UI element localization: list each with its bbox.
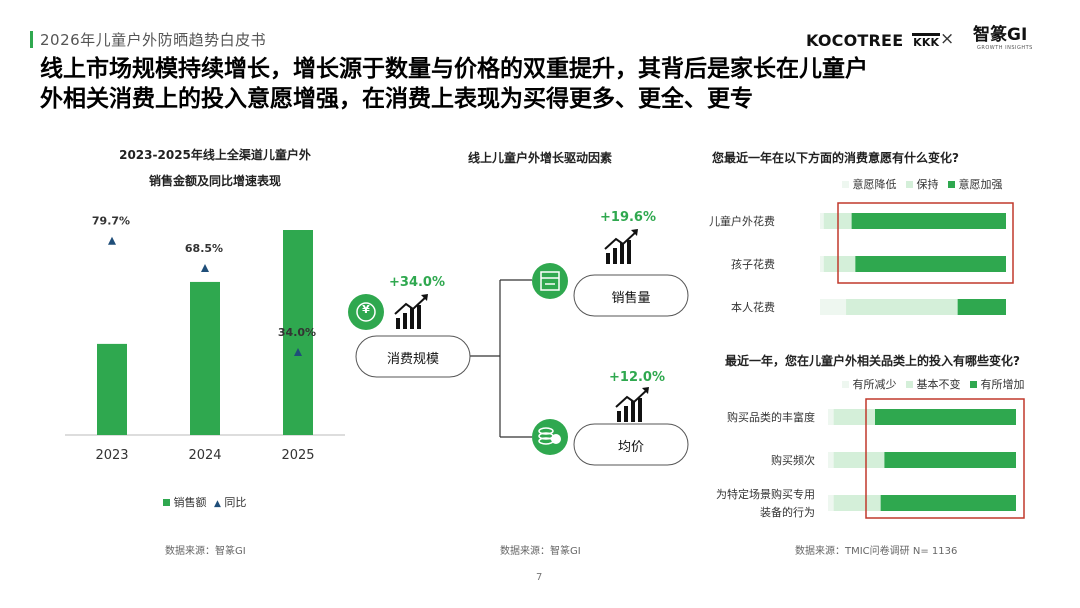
left-chart-title: 2023-2025年线上全渠道儿童户外 销售金额及同比增速表现 — [70, 146, 360, 189]
branch2-growth: +12.0% — [609, 370, 665, 385]
legend-label-yoy: 同比 — [224, 496, 247, 509]
pill-sales-volume — [573, 274, 689, 317]
bar-investment-2-0 — [828, 495, 834, 511]
bar-investment-0-0 — [828, 409, 834, 425]
bar-investment-0-1 — [833, 409, 875, 425]
header-accent-bar — [30, 31, 33, 48]
growth-chart-icon — [604, 229, 638, 264]
yoy-label-2024: 68.5% — [185, 242, 223, 255]
legend-swatch-increase — [948, 181, 955, 188]
right-source: 数据来源：TMIC问卷调研 N= 1136 — [795, 546, 958, 557]
bar-investment-2-2 — [880, 495, 1016, 511]
zhizuan-logo-subtitle: GROWTH INSIGHTS — [977, 45, 1033, 51]
root-label: 消费规模 — [386, 352, 439, 367]
yuan-coin-icon — [348, 294, 384, 330]
yoy-marker-2025 — [294, 348, 302, 356]
legend-label-unchanged: 基本不变 — [916, 378, 961, 391]
yoy-label-2025: 34.0% — [278, 326, 316, 339]
legend-label-reduce: 有所减少 — [852, 378, 897, 391]
driver-tree-title: 线上儿童户外增长驱动因素 — [467, 151, 612, 165]
category-label-willingness-1: 孩子花费 — [731, 258, 775, 271]
category-label-willingness-2: 本人花费 — [731, 300, 775, 314]
legend-label-more: 有所增加 — [980, 378, 1025, 391]
yoy-label-2023: 79.7% — [92, 215, 130, 228]
sales-bar-2024 — [190, 281, 220, 435]
middle-source: 数据来源：智篆GI — [500, 546, 581, 557]
bar-willingness-1-0 — [820, 256, 824, 272]
bar-investment-1-1 — [833, 452, 885, 468]
bar-investment-1-2 — [884, 452, 1016, 468]
category-label-investment-0: 购买品类的丰富度 — [727, 410, 815, 424]
x-tick-2025: 2025 — [281, 448, 314, 463]
sales-bar-2023 — [97, 343, 127, 435]
page-headline: 线上市场规模持续增长，增长源于数量与价格的双重提升，其背后是家长在儿童户 外相关… — [40, 54, 1050, 114]
x-tick-2024: 2024 — [188, 448, 221, 463]
right-top-legend: 意愿降低 保持 意愿加强 — [842, 176, 1003, 192]
left-chart-legend: 销售额 ▲ 同比 — [163, 494, 246, 510]
report-title: 2026年儿童户外防晒趋势白皮书 — [40, 31, 267, 49]
branch2-label: 均价 — [617, 440, 644, 455]
headline-line-2: 外相关消费上的投入意愿增强，在消费上表现为买得更多、更全、更专 — [40, 86, 753, 112]
right-bottom-title: 最近一年，您在儿童户外相关品类上的投入有哪些变化? — [725, 354, 1020, 368]
right-top-title: 您最近一年在以下方面的消费意愿有什么变化? — [712, 151, 959, 165]
root-growth: +34.0% — [389, 275, 445, 290]
bar-willingness-0-0 — [820, 213, 824, 229]
left-chart-title-line-1: 2023-2025年线上全渠道儿童户外 — [119, 148, 311, 162]
category-label-willingness-0: 儿童户外花费 — [709, 214, 775, 228]
bar-willingness-2-0 — [820, 299, 847, 315]
kocotree-logo: KOCOTREE KKK — [806, 31, 941, 50]
category-label-investment-2-1: 装备的行为 — [760, 505, 815, 519]
growth-chart-icon — [394, 294, 428, 329]
legend-swatch-keep — [906, 181, 913, 188]
legend-label-increase: 意愿加强 — [958, 178, 1003, 191]
sales-bar-2025 — [283, 230, 313, 435]
left-chart-title-line-2: 销售金额及同比增速表现 — [148, 174, 281, 188]
legend-swatch-more — [970, 381, 977, 388]
bar-willingness-2-1 — [846, 299, 958, 315]
legend-swatch-sales — [163, 499, 170, 506]
bar-willingness-1-1 — [823, 256, 856, 272]
legend-swatch-reduce — [842, 381, 849, 388]
growth-chart-icon — [615, 387, 649, 422]
highlight-frame-investment — [865, 398, 1025, 519]
bar-investment-1-0 — [828, 452, 834, 468]
bar-willingness-2-2 — [957, 299, 1006, 315]
pill-avg-price — [573, 423, 689, 466]
page-number: 7 — [536, 572, 543, 583]
kocotree-logo-text: KOCOTREE — [806, 31, 904, 50]
tree-connectors — [470, 279, 532, 438]
left-chart-source: 数据来源：智篆GI — [165, 546, 246, 557]
logo-separator: × — [940, 29, 955, 49]
x-tick-2023: 2023 — [95, 448, 128, 463]
tree-pills — [355, 274, 689, 466]
bar-willingness-1-2 — [855, 256, 1006, 272]
category-label-investment-2-0: 为特定场景购买专用 — [716, 487, 815, 501]
zhizuan-logo: 智篆GI — [973, 25, 1028, 45]
legend-swatch-unchanged — [906, 381, 913, 388]
right-bottom-legend: 有所减少 基本不变 有所增加 — [842, 376, 1025, 392]
bar-investment-2-1 — [833, 495, 881, 511]
bar-willingness-0-2 — [851, 213, 1006, 229]
branch1-growth: +19.6% — [600, 210, 656, 225]
category-label-investment-1: 购买频次 — [771, 453, 815, 467]
legend-label-sales: 销售额 — [173, 496, 207, 509]
kocotree-badge: KKK — [912, 33, 941, 49]
legend-swatch-decrease — [842, 181, 849, 188]
coins-icon — [532, 419, 568, 455]
legend-label-decrease: 意愿降低 — [852, 178, 897, 191]
headline-line-1: 线上市场规模持续增长，增长源于数量与价格的双重提升，其背后是家长在儿童户 — [40, 56, 868, 82]
box-icon — [532, 263, 568, 299]
yoy-marker-2023 — [108, 236, 116, 245]
yoy-marker-2024 — [201, 264, 209, 272]
highlight-frame-willingness — [837, 202, 1014, 284]
legend-triangle-yoy: ▲ — [214, 499, 221, 509]
legend-label-keep: 保持 — [916, 178, 939, 191]
pill-consumption-scale — [355, 335, 471, 378]
yuan-symbol: ¥ — [362, 303, 370, 316]
branch1-label: 销售量 — [611, 291, 651, 306]
bar-investment-0-2 — [875, 409, 1016, 425]
